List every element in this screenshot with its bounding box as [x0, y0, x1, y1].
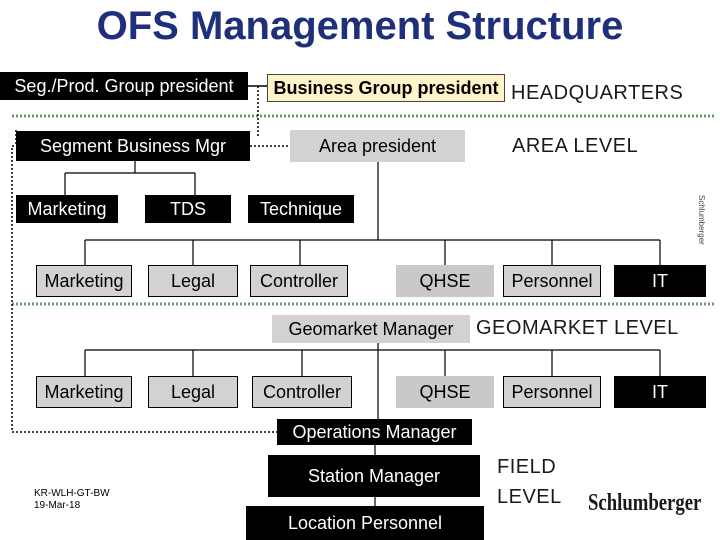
seg-prod-group-president-box: Seg./Prod. Group president: [0, 72, 248, 100]
area-technique-box: Technique: [248, 195, 354, 223]
field-level-label-line2: LEVEL: [497, 486, 562, 508]
geomarket-marketing-box: Marketing: [36, 376, 132, 408]
geomarket-qhse-box: QHSE: [396, 376, 494, 408]
side-watermark: Schlumberger: [697, 195, 706, 245]
page-title: OFS Management Structure: [96, 4, 624, 48]
area-level-label: AREA LEVEL: [512, 135, 639, 157]
left-dotted-long: [11, 145, 278, 433]
field-level-label-line1: FIELD: [497, 456, 557, 478]
area-president-box: Area president: [290, 130, 465, 162]
area-tds-box: TDS: [145, 195, 231, 223]
area-it-box: IT: [614, 265, 706, 297]
geomarket-legal-box: Legal: [148, 376, 238, 408]
area-legal-box: Legal: [148, 265, 238, 297]
geomarket-it-box: IT: [614, 376, 706, 408]
schlumberger-logo: Schlumberger: [588, 490, 702, 516]
area-controller-box: Controller: [250, 265, 348, 297]
area-personnel-box: Personnel: [503, 265, 601, 297]
business-group-president-box: Business Group president: [267, 74, 505, 102]
geomarket-controller-box: Controller: [252, 376, 352, 408]
area-marketing-staff-box: Marketing: [36, 265, 132, 297]
headquarters-level-label: HEADQUARTERS: [511, 82, 684, 104]
area-marketing-box: Marketing: [16, 195, 118, 223]
station-manager-box: Station Manager: [268, 455, 480, 497]
geomarket-manager-box: Geomarket Manager: [272, 315, 470, 343]
operations-manager-box: Operations Manager: [277, 419, 472, 445]
geomarket-level-label: GEOMARKET LEVEL: [476, 317, 679, 339]
segment-business-mgr-box: Segment Business Mgr: [16, 131, 250, 161]
doc-code-label: KR-WLH-GT-BW: [34, 488, 110, 499]
location-personnel-box: Location Personnel: [246, 506, 484, 540]
date-label: 19-Mar-18: [34, 500, 81, 511]
geomarket-personnel-box: Personnel: [503, 376, 601, 408]
area-qhse-box: QHSE: [396, 265, 494, 297]
